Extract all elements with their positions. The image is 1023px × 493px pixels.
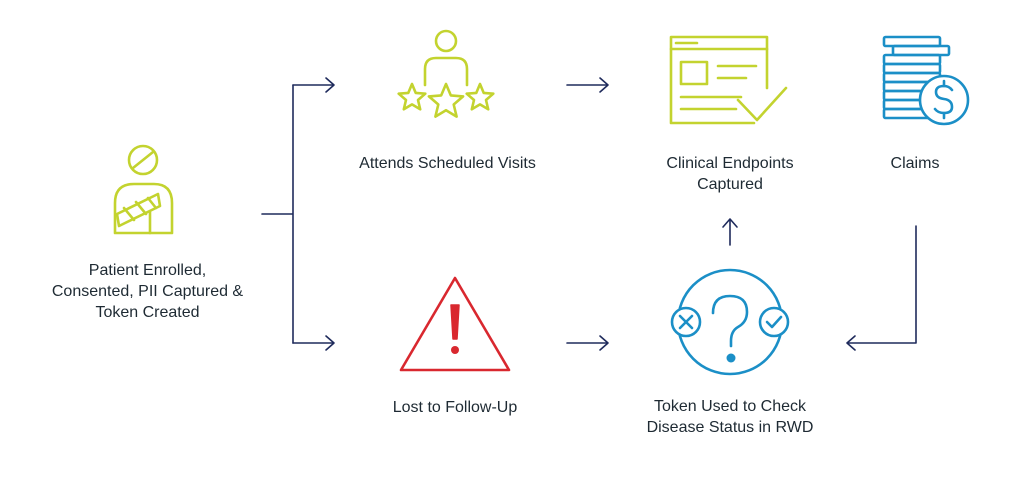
arrow-token-to-endpoints [722, 218, 738, 246]
endpoints-label: Clinical Endpoints Captured [666, 155, 794, 193]
checked-document-icon [669, 35, 788, 125]
split-connector [261, 84, 294, 344]
arrow-lost-to-token [566, 335, 609, 351]
arrow-claims-to-token [846, 225, 917, 351]
token-label: Token Used to Check Disease Status in RW… [646, 398, 814, 436]
arrow-visits-to-endpoints [566, 77, 609, 93]
connectors [261, 77, 917, 351]
patient-label: Patient Enrolled, Consented, PII Capture… [51, 262, 244, 321]
claims-label: Claims [890, 155, 940, 172]
visits-label: Attends Scheduled Visits [359, 155, 536, 172]
coin-stack-dollar-icon [882, 35, 970, 126]
lost-label: Lost to Follow-Up [392, 399, 518, 416]
warning-triangle-icon [399, 276, 511, 372]
injured-patient-icon [113, 144, 174, 235]
arrow-to-lost [292, 335, 335, 351]
question-check-icon [670, 268, 790, 376]
person-stars-icon [397, 29, 495, 118]
arrow-to-visits [292, 77, 335, 93]
